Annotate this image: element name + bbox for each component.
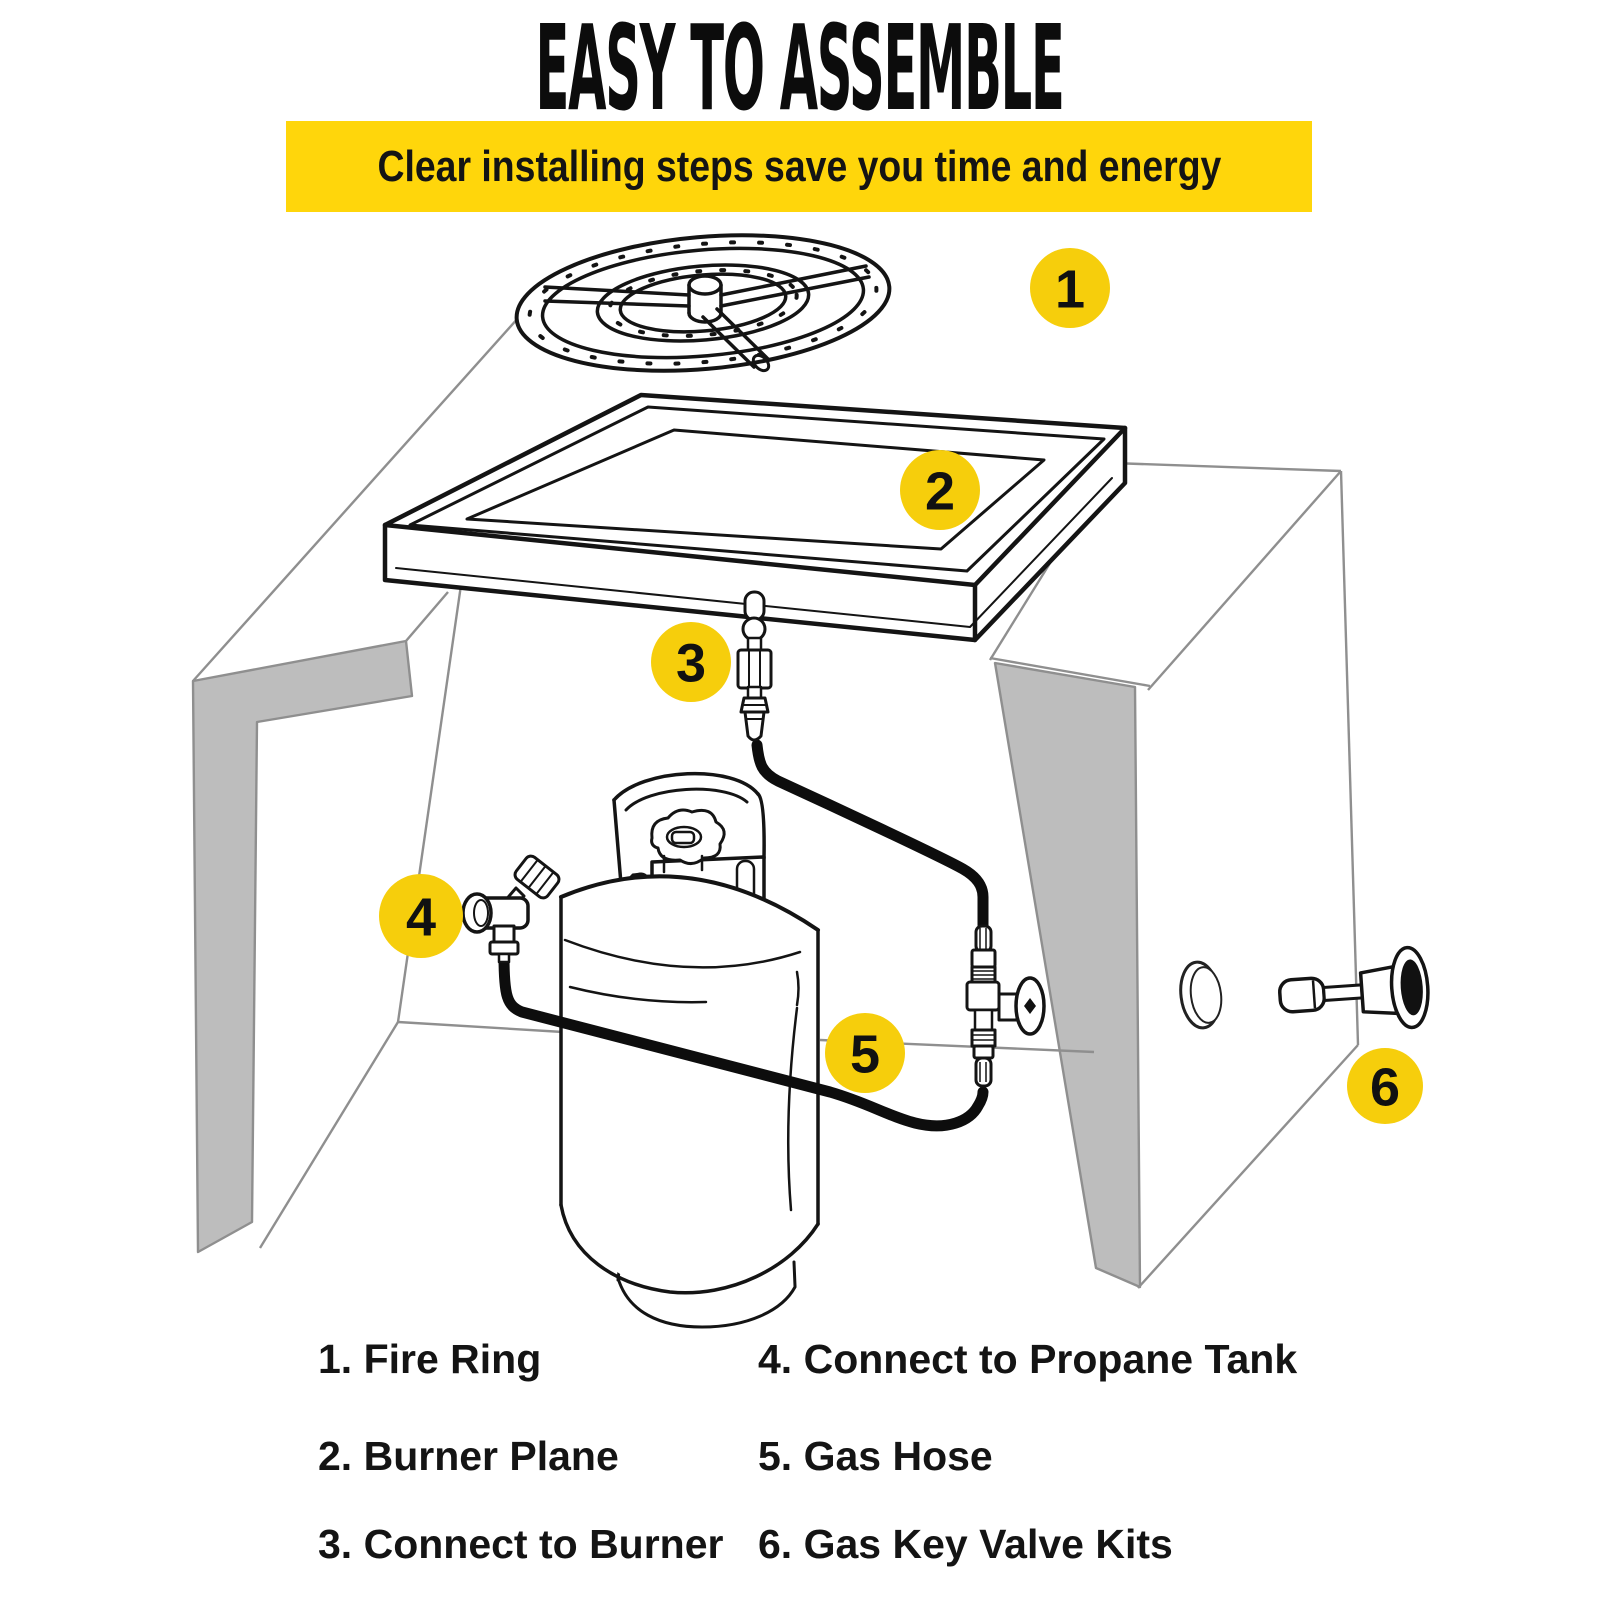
callout-6: 6 xyxy=(1347,1048,1423,1124)
callout-3: 3 xyxy=(651,622,731,702)
left-wall-shade xyxy=(191,639,414,1254)
callout-5: 5 xyxy=(825,1013,905,1093)
page-title: EASY TO ASSEMBLE xyxy=(0,0,1600,137)
propane-tank-illustration xyxy=(559,771,820,1329)
burner-connector-illustration xyxy=(736,590,773,742)
legend-item-burner-plane: 2. Burner Plane xyxy=(318,1433,619,1479)
subtitle-banner: Clear installing steps save you time and… xyxy=(286,121,1312,212)
callout-4-number: 4 xyxy=(406,887,436,947)
legend-item-connect-to-propane-tank: 4. Connect to Propane Tank xyxy=(758,1336,1298,1382)
enclosure-illustration xyxy=(191,287,1360,1289)
legend-item-connect-to-burner: 3. Connect to Burner xyxy=(318,1521,724,1567)
callout-5-number: 5 xyxy=(850,1024,880,1084)
wall-key-hole xyxy=(1179,960,1223,1030)
callout-1-number: 1 xyxy=(1055,259,1085,319)
gas-key-illustration xyxy=(1277,945,1430,1030)
legend-item-gas-hose: 5. Gas Hose xyxy=(758,1433,993,1479)
callout-2-number: 2 xyxy=(925,461,955,521)
callout-2: 2 xyxy=(900,450,980,530)
gas-hose-path xyxy=(498,739,989,1132)
callout-6-number: 6 xyxy=(1370,1057,1400,1117)
page-title-text: EASY TO ASSEMBLE xyxy=(536,0,1065,137)
legend-item-gas-key-valve-kits: 6. Gas Key Valve Kits xyxy=(758,1521,1173,1567)
callout-3-number: 3 xyxy=(676,633,706,693)
right-wall-shade xyxy=(993,661,1142,1289)
fire-ring-illustration xyxy=(514,233,892,373)
key-valve-illustration xyxy=(965,924,1046,1088)
legend-item-fire-ring: 1. Fire Ring xyxy=(318,1336,542,1382)
tank-regulator-illustration xyxy=(461,854,561,964)
subtitle-banner-text: Clear installing steps save you time and… xyxy=(377,141,1221,191)
callout-1: 1 xyxy=(1030,248,1110,328)
callout-4: 4 xyxy=(379,874,463,958)
